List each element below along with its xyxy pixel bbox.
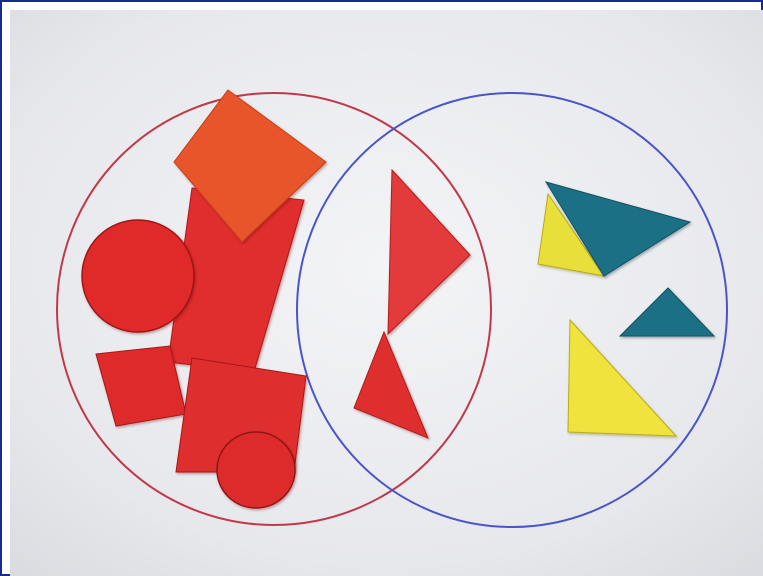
- photo-canvas: [10, 10, 763, 576]
- red-circle-small: [217, 432, 295, 508]
- venn-diagram-photo: [10, 10, 763, 576]
- red-circle-large: [82, 220, 194, 332]
